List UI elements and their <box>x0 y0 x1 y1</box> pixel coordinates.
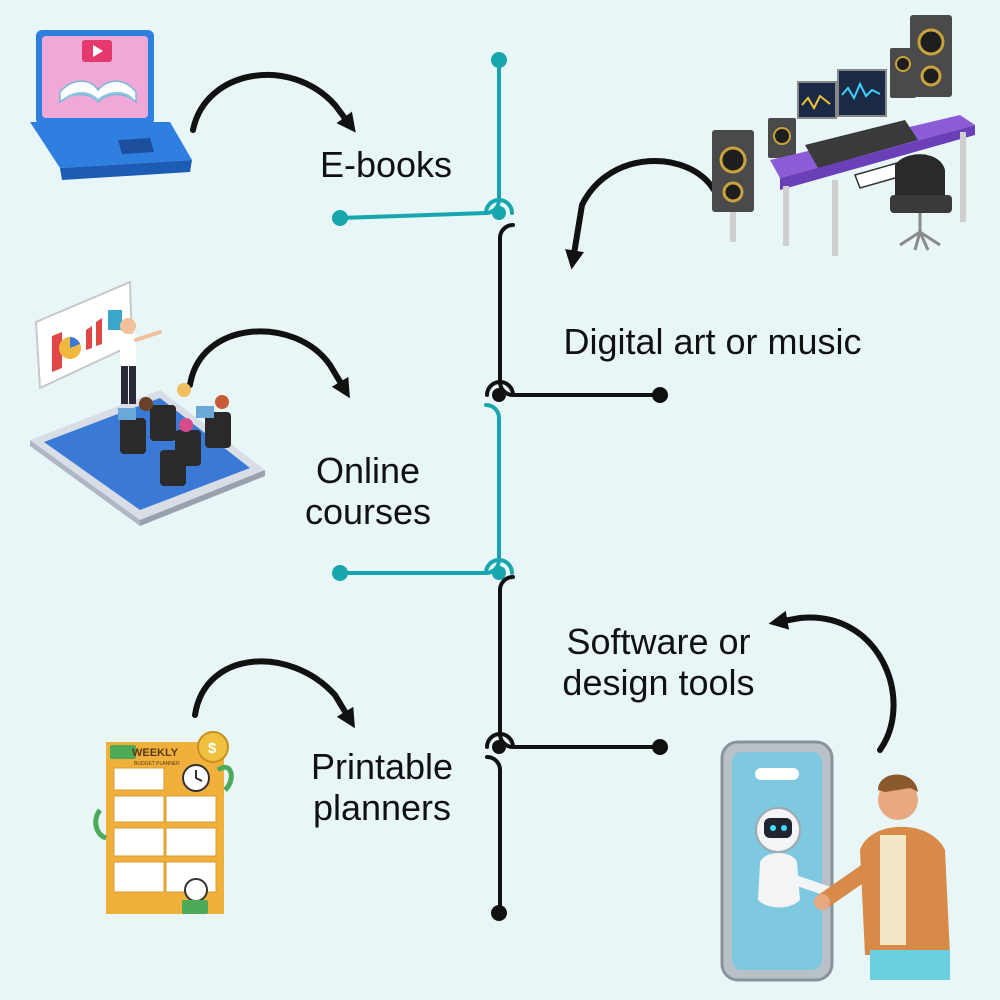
dot-ebooks <box>332 210 348 226</box>
label-ebooks: E-books <box>296 144 476 185</box>
timeline-dots <box>332 52 668 921</box>
label-printable-planners: Printable planners <box>282 746 482 828</box>
phone-robot-icon <box>720 740 950 982</box>
black-segment-1 <box>498 223 662 397</box>
teal-bridge-mid <box>484 558 514 575</box>
arrow-planners <box>192 658 355 729</box>
label-ebooks-line-1: E-books <box>319 144 453 185</box>
dot-software <box>652 739 668 755</box>
black-bridge-2 <box>485 732 515 749</box>
dot-junction-3 <box>492 566 506 580</box>
teal-bridge-top <box>484 198 514 215</box>
dot-courses <box>332 565 348 581</box>
label-digital-art-music: Digital art or music <box>530 321 895 362</box>
arrow-courses <box>187 328 350 399</box>
arrow-software <box>768 610 897 753</box>
planner-title: WEEKLY <box>132 747 179 759</box>
dot-junction-4 <box>492 740 506 754</box>
svg-text:$: $ <box>208 740 217 757</box>
label-digital-line-1: Digital art or music <box>563 321 862 362</box>
label-software-design-tools: Software or design tools <box>536 621 781 703</box>
label-software-line-2: design tools <box>562 662 755 703</box>
label-courses-line-1: Online <box>315 450 421 491</box>
dot-top <box>491 52 507 68</box>
teal-segment-top <box>338 58 501 220</box>
laptop-ebook-icon <box>30 30 192 180</box>
weekly-planner-icon: WEEKLY BUDGET PLANNER $ <box>93 731 234 914</box>
black-bridge-1 <box>485 380 515 397</box>
timeline-spine <box>338 58 662 914</box>
online-classroom-icon <box>30 280 265 526</box>
planner-subtitle: BUDGET PLANNER <box>134 761 180 767</box>
dot-junction-2 <box>492 388 506 402</box>
label-planners-line-1: Printable <box>310 746 454 787</box>
label-planners-line-2: planners <box>312 787 452 828</box>
arrow-ebooks <box>190 71 356 133</box>
dot-junction-1 <box>492 206 506 220</box>
black-segment-tail <box>485 755 502 914</box>
label-online-courses: Online courses <box>278 450 458 532</box>
label-software-line-1: Software or <box>566 621 751 662</box>
music-studio-icon <box>712 15 975 256</box>
arrow-digital <box>565 158 717 270</box>
dot-bottom <box>491 905 507 921</box>
dot-digital <box>652 387 668 403</box>
label-courses-line-2: courses <box>304 491 432 532</box>
